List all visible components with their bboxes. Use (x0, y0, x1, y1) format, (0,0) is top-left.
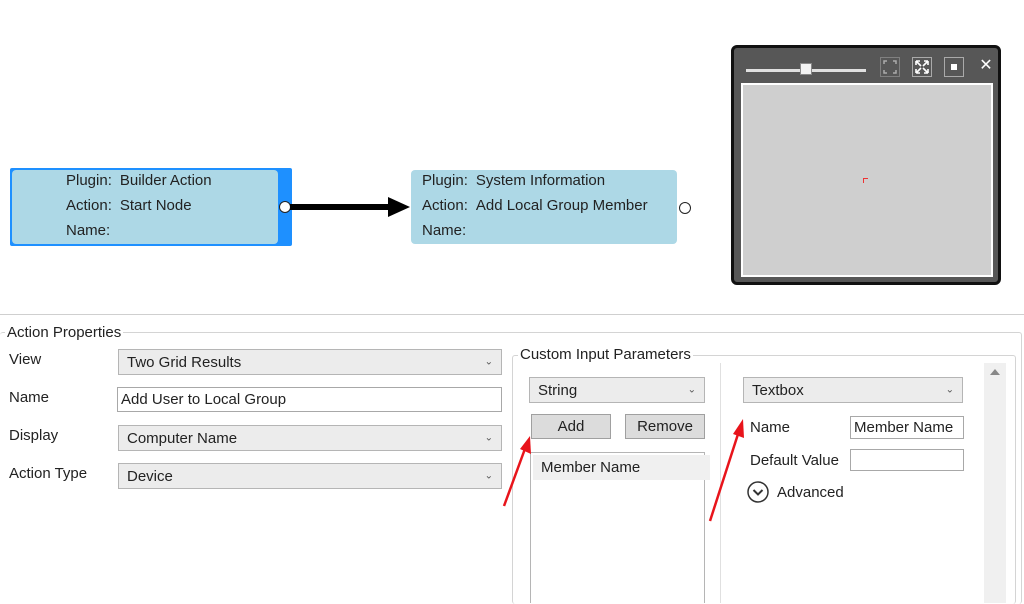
center-icon[interactable] (944, 57, 964, 77)
chevron-down-icon: ⌄ (687, 384, 696, 396)
param-name-field[interactable]: Member Name (850, 416, 964, 439)
name-label: Name (9, 389, 50, 406)
action-value: Add Local Group Member (475, 197, 648, 214)
control-type-dropdown[interactable]: Textbox ⌄ (743, 377, 963, 403)
advanced-label: Advanced (777, 483, 844, 501)
list-item[interactable]: Member Name (533, 455, 710, 480)
minimap-marker (863, 178, 868, 183)
flow-node-add-local-group-member[interactable]: Plugin: System Information Action: Add Loc… (411, 170, 677, 244)
action-value: Start Node (119, 197, 192, 214)
param-type-value: String (538, 381, 578, 399)
plugin-value: Builder Action (119, 172, 212, 189)
close-icon[interactable]: ✕ (979, 57, 993, 74)
connector-arrow[interactable] (290, 193, 412, 223)
view-dropdown[interactable]: Two Grid Results ⌄ (118, 349, 502, 375)
action-properties-group (0, 332, 1022, 604)
action-type-dropdown[interactable]: Device ⌄ (118, 463, 502, 489)
chevron-down-icon: ⌄ (484, 432, 493, 444)
chevron-down-icon: ⌄ (945, 384, 954, 396)
default-value-field[interactable] (850, 449, 964, 471)
default-value-label: Default Value (750, 452, 839, 469)
name-field[interactable]: Add User to Local Group (117, 387, 502, 412)
name-key: Name: (66, 222, 111, 239)
custom-input-title: Custom Input Parameters (518, 346, 693, 363)
chevron-down-icon: ⌄ (484, 470, 493, 482)
flow-canvas[interactable]: Plugin:Builder Action Action:Start Node … (0, 0, 1024, 312)
remove-button[interactable]: Remove (625, 414, 705, 439)
minimap-window[interactable]: ✕ (731, 45, 1001, 285)
expand-icon[interactable] (912, 57, 932, 77)
fit-to-screen-icon[interactable] (880, 57, 900, 77)
action-key: Action: (66, 197, 112, 214)
display-dropdown[interactable]: Computer Name ⌄ (118, 425, 502, 451)
view-label: View (9, 351, 42, 368)
add-button[interactable]: Add (531, 414, 611, 439)
chevron-down-icon: ⌄ (484, 356, 493, 368)
control-type-value: Textbox (752, 381, 804, 399)
plugin-key: Plugin: (66, 172, 112, 189)
param-name-label: Name (750, 419, 791, 436)
minimap-viewport[interactable] (741, 83, 993, 277)
scroll-up-icon[interactable] (990, 369, 1000, 375)
action-type-label: Action Type (9, 465, 88, 482)
action-key: Action: (422, 197, 468, 214)
param-type-dropdown[interactable]: String ⌄ (529, 377, 705, 403)
output-port[interactable] (679, 202, 691, 214)
chevron-down-circle-icon (747, 481, 769, 503)
name-key: Name: (422, 222, 467, 239)
flow-node-start[interactable]: Plugin:Builder Action Action:Start Node … (12, 170, 278, 244)
param-list[interactable]: Member Name (530, 452, 710, 603)
action-type-value: Device (127, 467, 173, 485)
param-details-panel (720, 363, 1006, 603)
display-value: Computer Name (127, 429, 238, 447)
annotation-arrow-add (502, 436, 531, 507)
display-label: Display (9, 427, 59, 444)
zoom-slider-thumb[interactable] (800, 63, 812, 75)
panel-divider[interactable] (0, 314, 1024, 315)
view-value: Two Grid Results (127, 353, 242, 371)
action-properties-title: Action Properties (5, 324, 124, 341)
advanced-expander[interactable]: Advanced (747, 480, 844, 504)
annotation-arrow-name (708, 419, 744, 522)
plugin-value: System Information (475, 172, 606, 189)
plugin-key: Plugin: (422, 172, 468, 189)
scrollbar[interactable] (984, 363, 1006, 603)
